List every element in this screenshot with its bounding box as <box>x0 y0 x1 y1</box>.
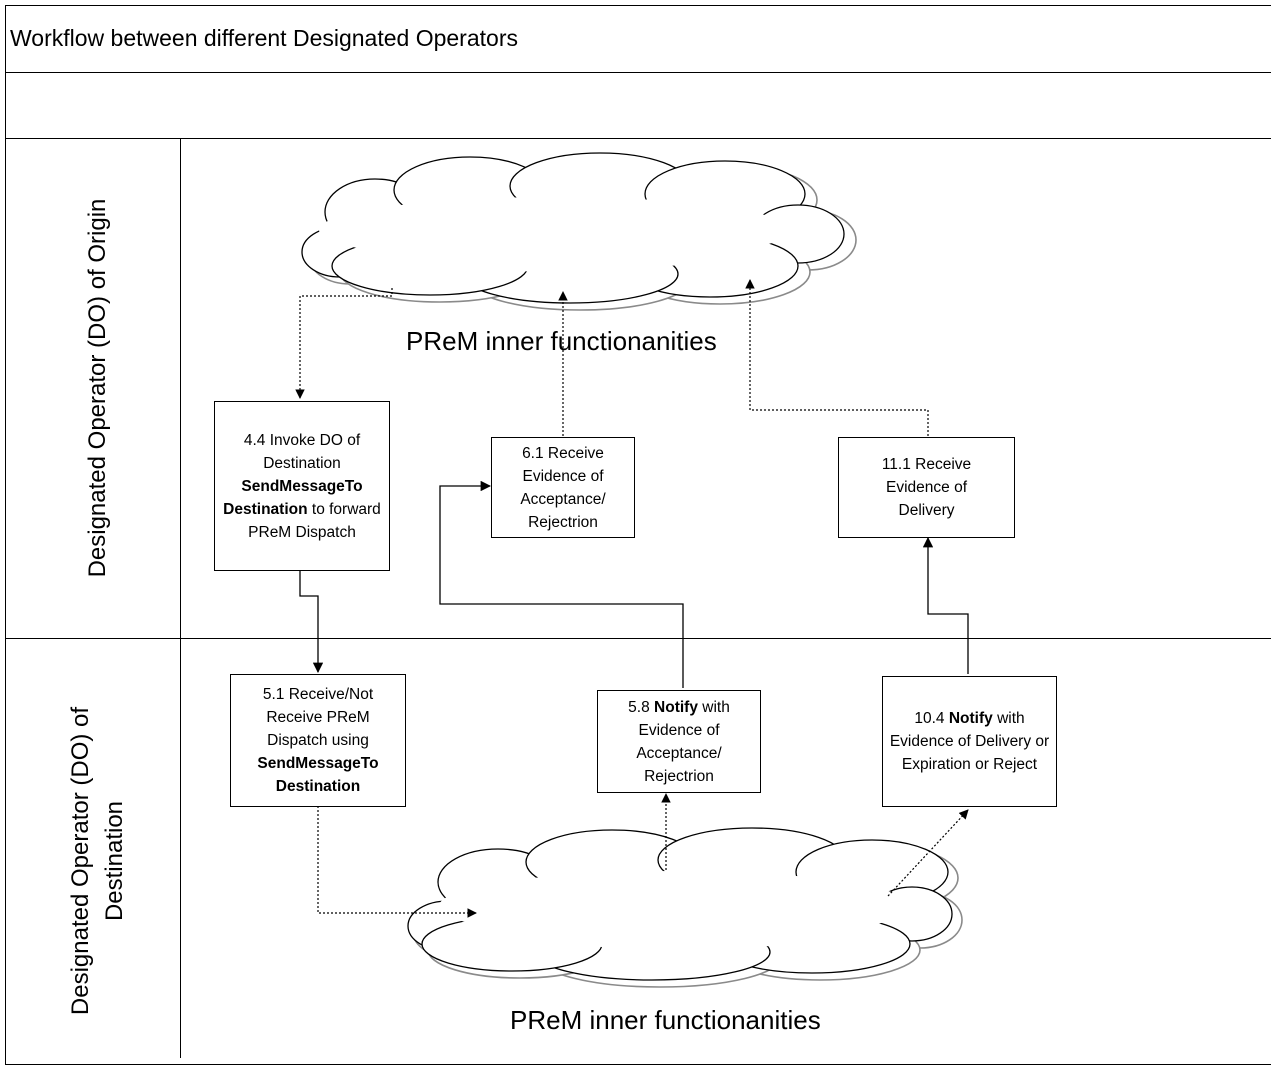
cloud-top-label: PReM inner functionanities <box>406 326 717 356</box>
lane-label-column-divider <box>180 138 181 1058</box>
connector-cloud-to-10-4 <box>887 809 969 897</box>
cloud-bottom-label: PReM inner functionanities <box>510 1005 821 1035</box>
step-6-1-text: 6.1 Receive Evidence of Acceptance/ Reje… <box>520 444 606 531</box>
connector-11-1-to-cloud <box>745 279 929 436</box>
step-6-1-box: 6.1 Receive Evidence of Acceptance/ Reje… <box>491 437 635 538</box>
connector-10-4-to-11-1 <box>922 536 969 674</box>
step-10-4-text: 10.4 Notify with Evidence of Delivery or… <box>889 710 1050 773</box>
subheader-divider <box>5 138 1271 139</box>
connector-4-4-to-5-1 <box>299 570 324 674</box>
step-11-1-text: 11.1 Receive Evidence of Delivery <box>881 456 972 519</box>
cloud-top-icon <box>301 152 845 304</box>
step-11-1-box: 11.1 Receive Evidence of Delivery <box>838 437 1015 538</box>
step-5-8-text: 5.8 Notify with Evidence of Acceptance/ … <box>628 698 730 785</box>
step-5-8-box: 5.8 Notify with Evidence of Acceptance/ … <box>597 690 761 793</box>
cloud-bottom-icon <box>407 827 953 981</box>
connector-5-8-to-6-1 <box>439 480 684 688</box>
lane-divider <box>5 638 1271 639</box>
step-5-1-box: 5.1 Receive/Not Receive PReM Dispatch us… <box>230 674 406 807</box>
step-10-4-box: 10.4 Notify with Evidence of Delivery or… <box>882 676 1057 807</box>
header-divider <box>5 72 1271 73</box>
step-4-4-text: 4.4 Invoke DO of Destination SendMessage… <box>223 431 381 541</box>
diagram-title: Workflow between different Designated Op… <box>10 25 518 51</box>
connector-cloud-to-4-4 <box>295 288 393 399</box>
step-5-1-text: 5.1 Receive/Not Receive PReM Dispatch us… <box>257 686 379 795</box>
step-4-4-box: 4.4 Invoke DO of Destination SendMessage… <box>214 401 390 571</box>
connector-5-1-to-cloud <box>317 806 477 918</box>
